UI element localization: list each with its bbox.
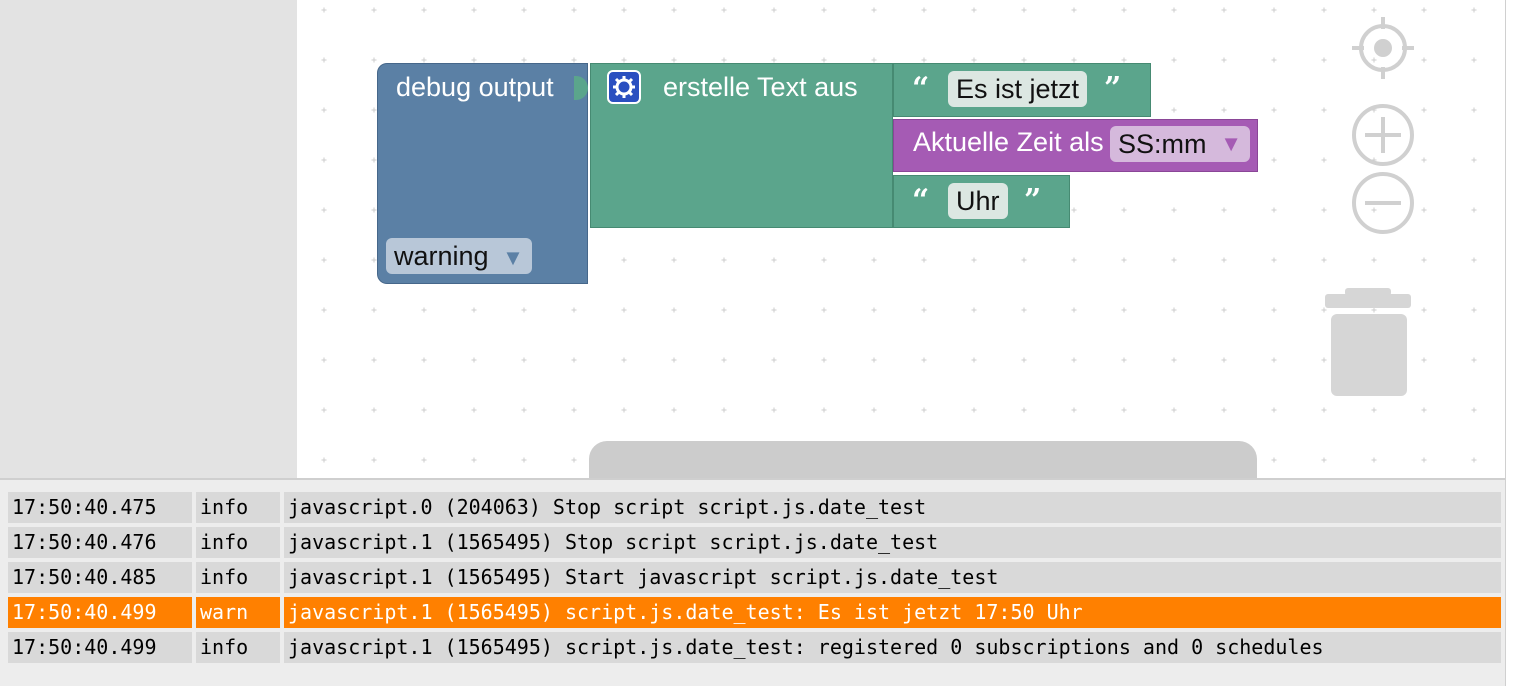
close-quote-icon: ”	[1104, 71, 1122, 106]
create-text-label: erstelle Text aus	[663, 72, 858, 102]
log-time: 17:50:40.475	[8, 492, 192, 523]
time-format-value: SS:mm	[1118, 129, 1207, 159]
log-level: warn	[196, 597, 280, 628]
close-quote-icon: ”	[1024, 183, 1042, 218]
log-level-dropdown[interactable]: warning ▼	[386, 238, 532, 274]
log-time: 17:50:40.499	[8, 632, 192, 663]
text-block-uhr[interactable]: “ Uhr ”	[893, 175, 1070, 228]
horizontal-scrollbar[interactable]	[589, 441, 1257, 478]
log-level: info	[196, 492, 280, 523]
log-message: javascript.1 (1565495) script.js.date_te…	[284, 597, 1501, 628]
trash-icon[interactable]	[1323, 288, 1413, 400]
log-level: info	[196, 632, 280, 663]
current-time-label: Aktuelle Zeit als	[913, 127, 1104, 157]
log-panel[interactable]: 17:50:40.475 info javascript.0 (204063) …	[0, 478, 1505, 686]
zoom-out-icon[interactable]	[1350, 170, 1416, 236]
text-field[interactable]: Uhr	[948, 183, 1008, 219]
log-message: javascript.1 (1565495) Start javascript …	[284, 562, 1501, 593]
log-message: javascript.1 (1565495) script.js.date_te…	[284, 632, 1501, 663]
current-time-block[interactable]: Aktuelle Zeit als SS:mm ▼	[893, 119, 1258, 172]
window-edge	[1505, 0, 1520, 686]
crosshair-icon[interactable]	[1350, 15, 1416, 81]
text-field[interactable]: Es ist jetzt	[948, 71, 1088, 107]
log-level: info	[196, 527, 280, 558]
open-quote-icon: “	[912, 71, 930, 106]
log-level-value: warning	[394, 241, 489, 271]
open-quote-icon: “	[912, 183, 930, 218]
debug-output-label: debug output	[396, 72, 554, 102]
chevron-down-icon: ▼	[1220, 131, 1242, 156]
log-time: 17:50:40.485	[8, 562, 192, 593]
log-time: 17:50:40.476	[8, 527, 192, 558]
text-block-es-ist-jetzt[interactable]: “ Es ist jetzt ”	[893, 63, 1151, 117]
input-connector	[574, 76, 588, 100]
time-format-dropdown[interactable]: SS:mm ▼	[1110, 126, 1250, 162]
chevron-down-icon: ▼	[502, 245, 524, 270]
log-time: 17:50:40.499	[8, 597, 192, 628]
zoom-in-icon[interactable]	[1350, 102, 1416, 168]
debug-output-block[interactable]: debug output warning ▼	[377, 63, 588, 284]
log-message: javascript.1 (1565495) Stop script scrip…	[284, 527, 1501, 558]
log-message: javascript.0 (204063) Stop script script…	[284, 492, 1501, 523]
toolbox-sidebar[interactable]	[0, 0, 297, 478]
log-level: info	[196, 562, 280, 593]
gear-icon[interactable]	[607, 70, 641, 104]
